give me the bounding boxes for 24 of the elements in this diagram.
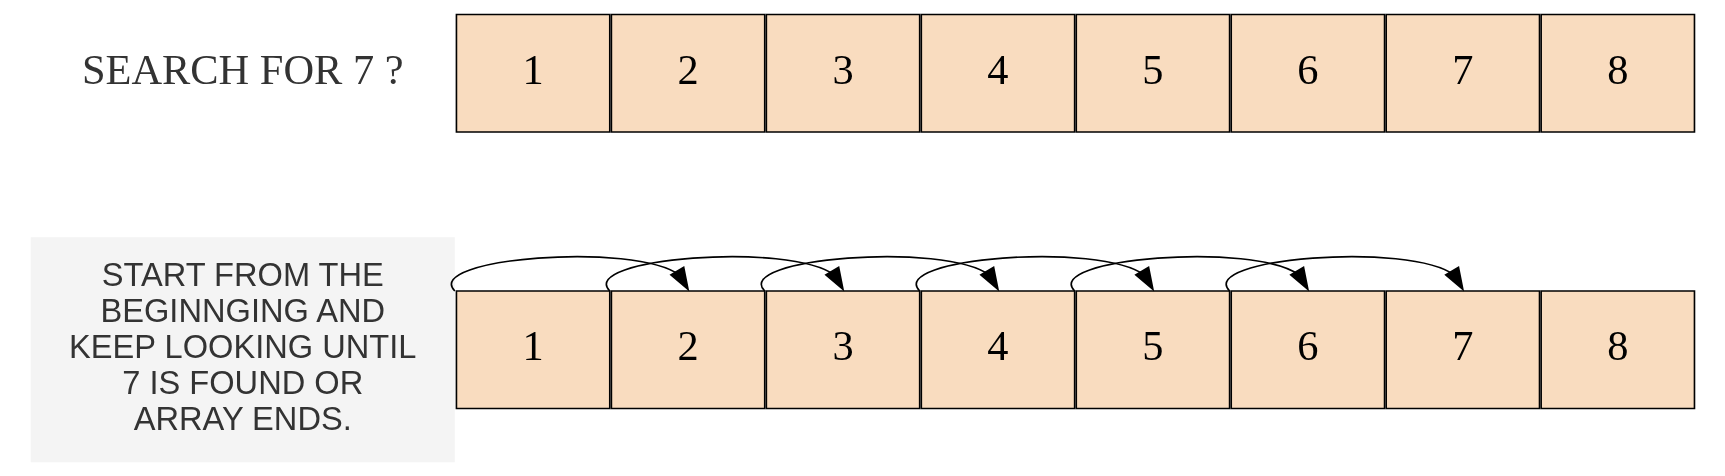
node-box: 5 [1074,13,1230,133]
node-box: 7 [1384,290,1540,410]
node-box: 6 [1229,13,1385,133]
node-box: 6 [1229,290,1385,410]
node-box: 3 [765,13,920,133]
arrow [915,255,1154,292]
node-box: 1 [455,290,611,410]
arrow [1070,255,1309,292]
node-box: 4 [920,13,1075,133]
node-box: 7 [1384,13,1540,133]
node-box: 2 [610,290,766,410]
node-box: 1 [455,13,611,133]
node-box: 3 [765,290,920,410]
node-box: 5 [1074,290,1230,410]
arrow [1224,255,1464,292]
arrow [605,255,844,292]
label: SEARCH FOR 7 ? [81,45,404,93]
arrow [760,255,999,292]
node-box: 8 [1539,290,1695,410]
node-box: 2 [610,13,766,133]
node-box: 8 [1539,13,1695,133]
node-box: 4 [920,290,1075,410]
node-box: START FROM THE BEGINNGING AND KEEP LOOKING UNTIL 7 IS FOUND OR ARRAY ENDS. [30,237,455,463]
arrow [450,255,689,292]
